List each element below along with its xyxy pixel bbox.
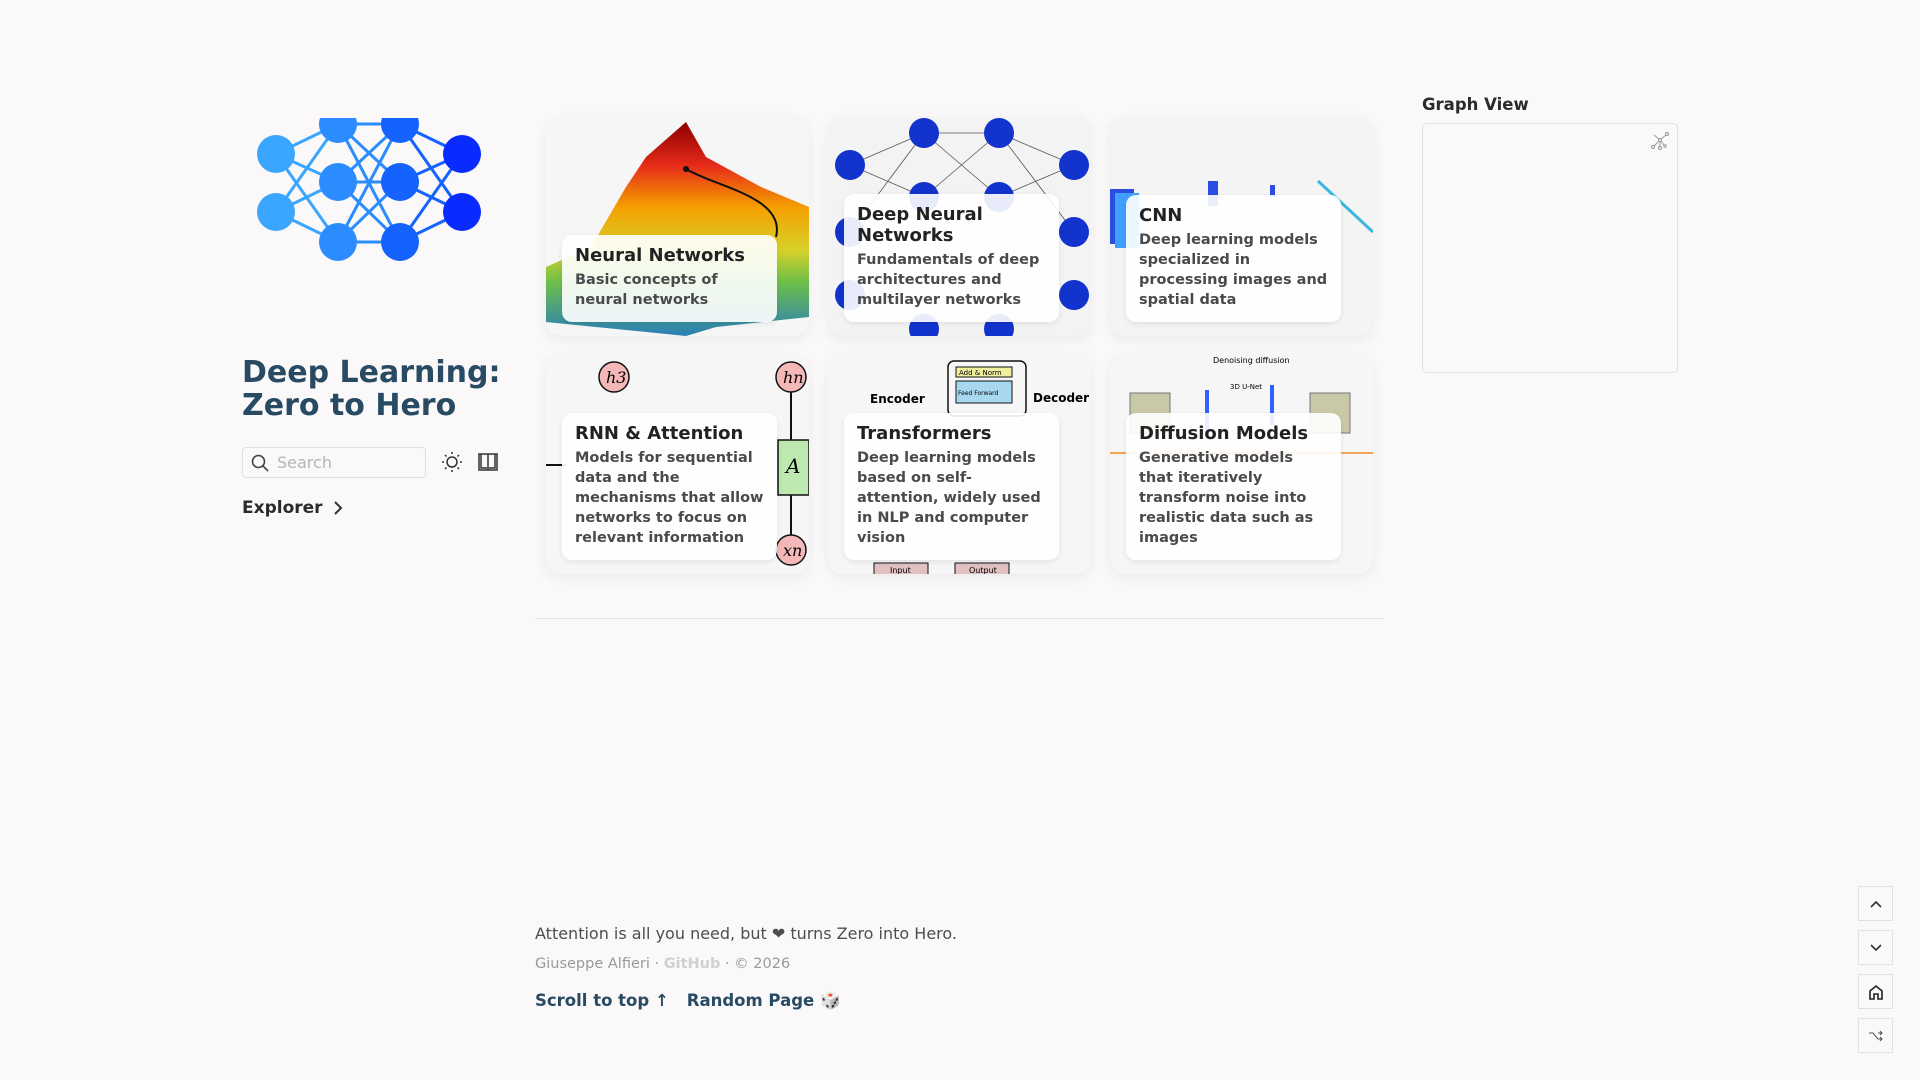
card-overlay: CNN Deep learning models specialized in p… xyxy=(1126,195,1341,322)
label-denoising: Denoising diffusion xyxy=(1213,356,1290,365)
graph-view[interactable] xyxy=(1422,123,1678,373)
random-page-button[interactable] xyxy=(1858,1018,1893,1053)
author-name: Giuseppe Alfieri xyxy=(535,956,650,972)
card-diffusion-models[interactable]: Denoising diffusion 3D U-Net Diffusion M… xyxy=(1110,355,1373,574)
chevron-up-icon xyxy=(1869,900,1882,908)
random-page-link[interactable]: Random Page 🎲 xyxy=(686,991,841,1010)
label-a: A xyxy=(784,454,800,478)
footer-credits: Giuseppe Alfieri · GitHub · © 2026 xyxy=(535,956,791,972)
card-cnn[interactable]: CNN Deep learning models specialized in p… xyxy=(1110,117,1373,336)
scroll-down-button[interactable] xyxy=(1858,930,1893,965)
card-description: Fundamentals of deep architectures and m… xyxy=(857,252,1040,308)
label-h3: h3 xyxy=(606,368,626,387)
graph-expand-icon[interactable] xyxy=(1651,132,1669,150)
site-title[interactable]: Deep Learning: Zero to Hero xyxy=(242,355,501,423)
site-logo xyxy=(257,118,481,261)
label-encoder: Encoder xyxy=(870,392,925,406)
search-icon xyxy=(251,454,269,472)
card-description: Deep learning models specialized in proc… xyxy=(1139,232,1328,308)
label-hn: hn xyxy=(783,368,804,387)
theme-toggle-button[interactable] xyxy=(440,450,464,474)
search-placeholder: Search xyxy=(277,453,332,472)
card-transformers[interactable]: Add & Norm Feed Forward Encoder Decoder … xyxy=(828,355,1091,574)
card-description: Deep learning models based on self-atten… xyxy=(857,450,1041,546)
search-input[interactable]: Search xyxy=(242,447,426,478)
card-title: RNN & Attention xyxy=(575,423,744,444)
sun-icon xyxy=(442,452,462,472)
reader-mode-button[interactable] xyxy=(476,450,500,474)
card-description: Models for sequential data and the mecha… xyxy=(575,450,764,546)
label-unet: 3D U-Net xyxy=(1230,383,1262,391)
shuffle-icon xyxy=(1868,1030,1883,1041)
home-icon xyxy=(1868,984,1883,1000)
scroll-up-button[interactable] xyxy=(1858,886,1893,921)
content-divider xyxy=(535,618,1384,619)
label-output: Output xyxy=(969,566,997,574)
card-title: Neural Networks xyxy=(575,245,745,266)
graph-view-title: Graph View xyxy=(1422,95,1529,114)
card-description: Generative models that iteratively trans… xyxy=(1139,450,1314,546)
footer-quote: Attention is all you need, but ❤ turns Z… xyxy=(535,924,957,943)
label-add-norm: Add & Norm xyxy=(959,369,1002,377)
card-title: Deep Neural Networks xyxy=(857,204,983,246)
book-icon xyxy=(478,453,498,471)
label-decoder: Decoder xyxy=(1033,391,1089,405)
chevron-right-icon xyxy=(333,501,342,515)
explorer-label: Explorer xyxy=(242,498,323,518)
chevron-down-icon xyxy=(1869,943,1882,951)
scroll-to-top-link[interactable]: Scroll to top ↑ xyxy=(535,991,669,1010)
card-title: CNN xyxy=(1139,205,1183,226)
explorer-toggle[interactable]: Explorer xyxy=(242,498,343,518)
card-title: Diffusion Models xyxy=(1139,423,1309,444)
copyright: © 2026 xyxy=(734,956,791,972)
github-link[interactable]: GitHub xyxy=(663,956,721,972)
card-description: Basic concepts of neural networks xyxy=(575,272,718,308)
card-title: Transformers xyxy=(857,423,992,444)
label-feed-forward: Feed Forward xyxy=(958,390,999,397)
label-input: Input xyxy=(890,566,911,574)
label-xn: xn xyxy=(783,541,802,560)
footer-links: Scroll to top ↑ Random Page 🎲 xyxy=(535,991,841,1011)
home-button[interactable] xyxy=(1858,974,1893,1009)
